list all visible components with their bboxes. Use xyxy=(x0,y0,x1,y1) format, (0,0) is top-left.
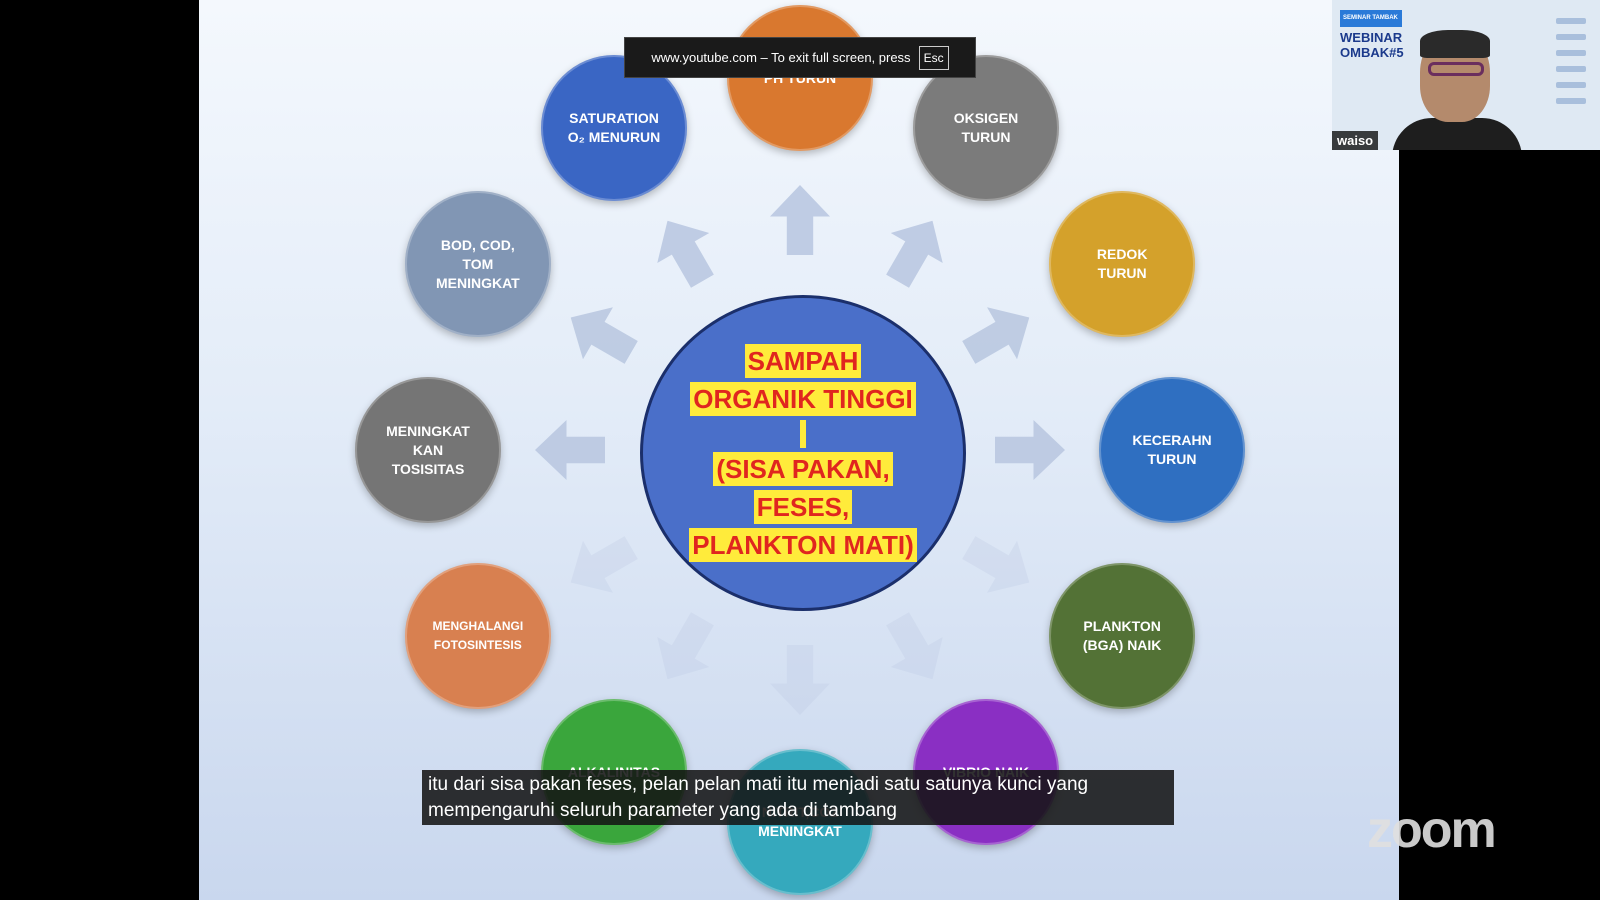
center-line-4: FESES, xyxy=(753,490,853,524)
effect-circle-label: MENGHALANGI xyxy=(432,619,524,633)
caption-line-1: itu dari sisa pakan feses, pelan pelan m… xyxy=(428,774,1089,795)
effect-circle-saturation-o2: SATURATION O₂ MENURUN xyxy=(541,54,687,201)
effect-circle-label: PLANKTON xyxy=(1083,618,1161,634)
radial-arrow-icon xyxy=(872,604,959,695)
fullscreen-notice-text: www.youtube.com – To exit full screen, p… xyxy=(651,50,911,65)
effect-circle-menghalangi-fotosintesis: MENGHALANGI FOTOSINTESIS xyxy=(404,563,551,709)
effect-circle-label: TOM xyxy=(462,255,494,272)
banner-sponsor-logos xyxy=(1546,18,1596,138)
fullscreen-exit-notice: www.youtube.com – To exit full screen, p… xyxy=(624,37,976,78)
effect-circle-label: FOTOSINTESIS xyxy=(433,638,522,652)
webinar-badge: SEMINAR TAMBAK xyxy=(1340,10,1402,27)
webinar-banner: SEMINAR TAMBAK WEBINAR OMBAK#5 xyxy=(1340,10,1404,60)
center-line-5: PLANKTON MATI) xyxy=(689,528,917,562)
effect-circle-label: BOD, COD, xyxy=(440,236,515,253)
webinar-title-2: OMBAK#5 xyxy=(1340,45,1404,60)
center-topic-circle: SAMPAH ORGANIK TINGGI (SISA PAKAN, FESES… xyxy=(640,295,966,611)
effect-circle-label: MENINGKAT xyxy=(758,823,842,839)
effect-circle-meningkatkan-tosisitas: MENINGKAT KAN TOSISITAS xyxy=(355,377,501,523)
effect-circle-redok-turun: REDOK TURUN xyxy=(1049,191,1196,337)
effect-circle-ph-turun: PH TURUN xyxy=(727,5,873,151)
effect-circle-label: SATURATION xyxy=(569,109,659,126)
effect-circle-label: OKSIGEN xyxy=(953,109,1019,126)
webinar-title-1: WEBINAR xyxy=(1340,30,1403,45)
center-line-1: SAMPAH xyxy=(744,344,862,378)
participant-name: waiso xyxy=(1332,131,1379,150)
effect-circle-label: REDOK xyxy=(1096,246,1148,262)
effect-circle-label: MENINGKAT xyxy=(435,274,520,291)
radial-arrow-icon xyxy=(770,645,830,715)
effect-circle-label: TURUN xyxy=(1097,265,1147,281)
effect-circle-label: KAN xyxy=(412,441,444,458)
presentation-slide: SAMPAH ORGANIK TINGGI (SISA PAKAN, FESES… xyxy=(199,0,1399,900)
esc-key-hint[interactable]: Esc xyxy=(918,45,949,70)
center-line-3: (SISA PAKAN, xyxy=(713,452,893,486)
glasses xyxy=(1428,62,1484,76)
effect-circle-bod-cod-tom: BOD, COD, TOM MENINGKAT xyxy=(404,191,551,337)
caption-line-2: mempengaruhi seluruh parameter yang ada … xyxy=(428,800,897,821)
effect-circle-oksigen-turun: OKSIGEN TURUN xyxy=(913,54,1059,201)
person-hair xyxy=(1420,30,1490,58)
effect-circle-kecerahn-turun: KECERAHN TURUN xyxy=(1099,377,1245,523)
radial-arrow-icon xyxy=(995,420,1065,480)
effect-circle-label: KECERAHN xyxy=(1132,432,1212,448)
effect-circle-label: TOSISITAS xyxy=(391,460,465,477)
radial-arrow-icon xyxy=(642,604,729,695)
radial-arrow-icon xyxy=(642,206,729,297)
person-body xyxy=(1392,118,1522,150)
radial-arrow-icon xyxy=(556,292,647,379)
effect-circle-label: MENINGKAT xyxy=(386,422,470,439)
subtitle-caption: itu dari sisa pakan feses, pelan pelan m… xyxy=(422,770,1174,825)
radial-arrow-icon xyxy=(954,522,1045,609)
radial-arrow-icon xyxy=(556,522,647,609)
effect-circle-plankton-naik: PLANKTON (BGA) NAIK xyxy=(1049,563,1196,709)
participant-video-tile[interactable]: SEMINAR TAMBAK WEBINAR OMBAK#5 waiso xyxy=(1332,0,1600,150)
radial-arrow-icon xyxy=(954,292,1045,379)
center-line-2: ORGANIK TINGGI xyxy=(690,382,916,416)
effect-circle-label: TURUN xyxy=(1147,451,1197,467)
center-separator xyxy=(800,420,806,448)
zoom-watermark: zoom xyxy=(1367,801,1497,859)
effect-circle-label: TURUN xyxy=(961,128,1011,145)
radial-arrow-icon xyxy=(872,206,959,297)
effect-circle-label: O₂ MENURUN xyxy=(567,128,661,145)
radial-arrow-icon xyxy=(535,420,605,480)
radial-arrow-icon xyxy=(770,185,830,255)
effect-circle-label: (BGA) NAIK xyxy=(1082,637,1162,653)
